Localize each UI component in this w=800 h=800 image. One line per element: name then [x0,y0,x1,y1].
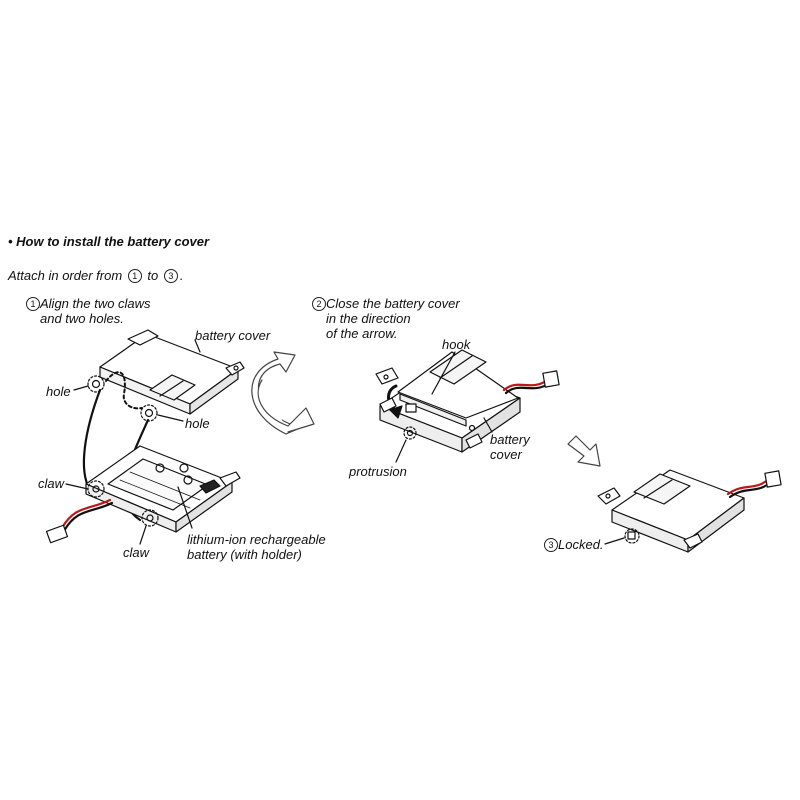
label-hook: hook [442,337,471,352]
label-claw-bottom: claw [123,545,150,560]
battery-cable-step1 [45,498,114,544]
label-hole-right: hole [185,416,210,431]
step-number-badge: 3 [544,538,558,552]
battery-assembly-step3 [597,469,745,553]
battery-cover-step1 [99,329,245,415]
battery-cable-step2 [502,370,560,395]
battery-cable-step3 [726,470,782,499]
step-number-badge: 1 [26,297,40,311]
battery-assembly-step2 [375,349,521,463]
label-protrusion: protrusion [349,464,407,479]
section-heading: • How to install the battery cover [8,234,210,249]
label-claw-left: claw [38,476,65,491]
battery-holder-step1 [65,445,241,545]
label-battery-line1: lithium-ion rechargeable [187,532,326,547]
label-hole-left: hole [46,384,71,399]
label-battery-cover: battery cover [195,328,271,343]
hole-markers [73,371,184,422]
straight-arrow [567,435,601,467]
label-battery-line2: battery (with holder) [187,547,302,562]
step-number-badge: 1 [127,269,142,283]
step-number-badge: 3 [163,269,178,283]
label-battery-cover-2b: cover [490,447,522,462]
step-number-badge: 2 [312,297,326,311]
label-battery-cover-2a: battery [490,432,530,447]
step-2-instruction: 2 Close the battery cover in the directi… [312,296,460,341]
step-3-instruction: 3 Locked. [544,537,604,552]
intro-text: Attach in order from 1 to 3. [8,268,184,283]
step-1-instruction: 1 Align the two claws and two holes. [26,296,151,326]
